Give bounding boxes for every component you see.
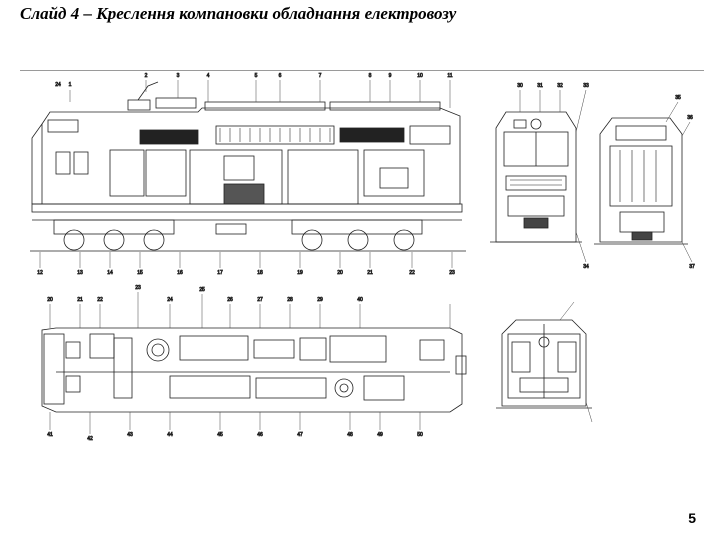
side-view-callout: 5 — [255, 73, 258, 79]
end-view-callout: 34 — [583, 264, 589, 270]
side-view-callout: 19 — [297, 270, 303, 276]
side-view-callout: 2 — [145, 73, 148, 79]
plan-view-callout: 48 — [347, 432, 353, 438]
side-view-callout: 24 — [55, 82, 61, 88]
side-view-callout: 14 — [107, 270, 113, 276]
side-view-callout: 6 — [279, 73, 282, 79]
front-end-view — [490, 89, 587, 263]
rear-end-view — [594, 101, 693, 263]
plan-view-callout: 46 — [257, 432, 263, 438]
cross-section-view — [496, 301, 593, 423]
plan-view-callout: 44 — [167, 432, 173, 438]
side-view-callout: 16 — [177, 270, 183, 276]
plan-view-callout: 22 — [97, 297, 103, 303]
plan-view-callout: 27 — [257, 297, 263, 303]
side-view-callout: 12 — [37, 270, 43, 276]
end-view-callout: 33 — [583, 83, 589, 89]
side-view-callout: 20 — [337, 270, 343, 276]
side-view-callout: 7 — [319, 73, 322, 79]
title-divider — [20, 70, 704, 71]
end-view-callout: 31 — [537, 83, 543, 89]
plan-view-callout: 26 — [227, 297, 233, 303]
end-view-callout: 32 — [557, 83, 563, 89]
slide-title: Слайд 4 – Креслення компановки обладнанн… — [20, 4, 457, 23]
plan-view-callout: 40 — [357, 297, 363, 303]
end-view-callout: 35 — [675, 95, 681, 101]
plan-view-callout: 29 — [317, 297, 323, 303]
plan-view — [41, 292, 467, 434]
side-view-callout: 15 — [137, 270, 143, 276]
plan-view-callout: 21 — [77, 297, 83, 303]
plan-view-callout: 50 — [417, 432, 423, 438]
plan-view-callout: 20 — [47, 297, 53, 303]
side-view-callout: 9 — [389, 73, 392, 79]
plan-view-callout: 45 — [217, 432, 223, 438]
side-elevation-view — [30, 80, 466, 268]
side-view-callout: 11 — [447, 73, 452, 79]
end-view-callout: 30 — [517, 83, 523, 89]
plan-view-callout: 49 — [377, 432, 383, 438]
plan-view-callout: 25 — [199, 287, 205, 293]
locomotive-layout-drawing: 1234567891011121314151617181920212223243… — [30, 73, 695, 442]
plan-view-callout: 42 — [87, 436, 93, 442]
side-view-callout: 3 — [177, 73, 180, 79]
end-view-callout: 36 — [687, 115, 693, 121]
side-view-callout: 4 — [207, 73, 210, 79]
side-view-callout: 22 — [409, 270, 415, 276]
plan-view-callout: 43 — [127, 432, 133, 438]
side-view-callout: 21 — [367, 270, 373, 276]
plan-view-callout: 24 — [167, 297, 173, 303]
plan-view-callout: 41 — [47, 432, 53, 438]
side-view-callout: 1 — [69, 82, 72, 88]
side-view-callout: 10 — [417, 73, 423, 79]
side-view-callout: 8 — [369, 73, 372, 79]
side-view-callout: 17 — [217, 270, 223, 276]
side-view-callout: 13 — [77, 270, 83, 276]
end-view-callout: 37 — [689, 264, 695, 270]
side-view-callout: 23 — [449, 270, 455, 276]
side-view-callout: 18 — [257, 270, 263, 276]
page-number: 5 — [688, 510, 696, 526]
plan-view-callout: 23 — [135, 285, 141, 291]
plan-view-callout: 28 — [287, 297, 293, 303]
plan-view-callout: 47 — [297, 432, 303, 438]
